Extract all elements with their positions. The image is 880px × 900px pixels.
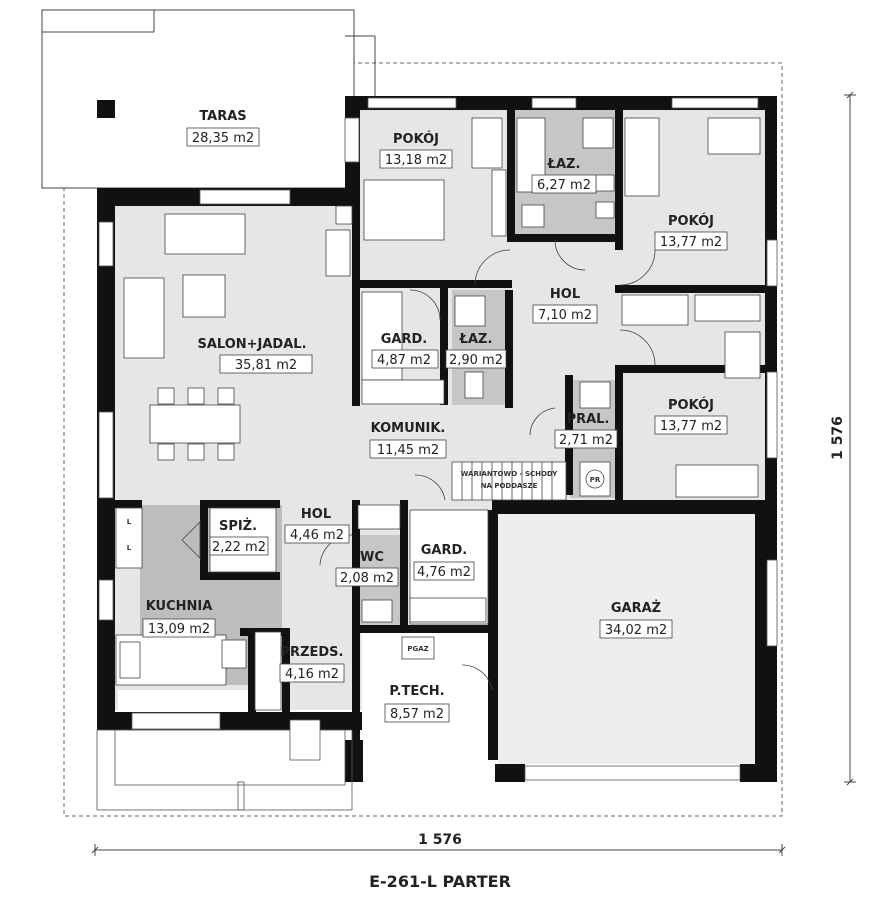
fridge-label-2: L [127, 544, 132, 552]
chimney-block [97, 100, 115, 118]
room-area-przeds: 4,16 m2 [285, 667, 339, 682]
wc-sink [361, 599, 393, 623]
room-name-hol-1: HOL [550, 287, 580, 302]
bed-1 [363, 179, 445, 241]
room-area-laz-2: 2,90 m2 [449, 353, 503, 368]
fridge [115, 507, 143, 569]
room-area-pral: 2,71 m2 [559, 433, 613, 448]
room-area-spiz: 2,22 m2 [212, 540, 266, 555]
area-boxes [142, 127, 728, 723]
room-area-taras: 28,35 m2 [192, 131, 254, 146]
sofa [164, 213, 246, 255]
fireplace [325, 229, 351, 277]
room-area-laz-1: 6,27 m2 [537, 178, 591, 193]
room-name-pokoj-1: POKÓJ [393, 131, 439, 147]
pr-label: PR [590, 476, 601, 484]
cooktop [221, 639, 247, 669]
kitchen-sink [119, 641, 141, 679]
room-area-salon: 35,81 m2 [235, 358, 297, 373]
room-name-pokoj-2: POKÓJ [668, 213, 714, 229]
garage-floor [498, 514, 764, 764]
room-area-gard-1: 4,87 m2 [377, 353, 431, 368]
stove-vent-icon [335, 205, 353, 225]
wardrobe-2 [694, 294, 761, 322]
bed-3 [675, 464, 759, 498]
room-name-kuchnia: KUCHNIA [146, 599, 213, 614]
room-name-garaz: GARAŻ [611, 600, 661, 616]
room-area-pokoj-2: 13,77 m2 [660, 235, 722, 250]
room-area-gard-2: 4,76 m2 [417, 565, 471, 580]
interior-walls [97, 106, 772, 760]
room-name-spiz: SPIŻ. [219, 518, 257, 534]
room-name-laz-1: ŁAZ. [547, 157, 581, 172]
room-area-ptech: 8,57 m2 [390, 707, 444, 722]
stairs-label-1: WARIANTOWO - SCHODY [461, 470, 559, 478]
room-name-hol-2: HOL [301, 507, 331, 522]
room-name-przeds: PRZEDS. [281, 645, 344, 660]
room-name-gard-2: GARD. [421, 543, 467, 558]
room-area-hol-1: 7,10 m2 [538, 308, 592, 323]
gas-meter [401, 636, 435, 660]
stairs-label-2: NA PODDASZE [481, 482, 538, 490]
room-area-wc: 2,08 m2 [340, 571, 394, 586]
armchair-sofa [123, 277, 165, 359]
bed-2 [624, 117, 660, 197]
desk-2 [707, 117, 761, 155]
room-name-komunik: KOMUNIK. [371, 421, 446, 436]
room-name-pral: PRAL. [567, 412, 610, 427]
dimension-lines [91, 91, 856, 856]
room-name-wc: WC [360, 550, 384, 565]
toilet-1 [521, 204, 545, 228]
room-area-garaz: 34,02 m2 [605, 623, 667, 638]
dining-table [149, 404, 241, 444]
width-dimension: 1 576 [418, 832, 462, 848]
room-area-pokoj-3: 13,77 m2 [660, 419, 722, 434]
room-name-salon: SALON+JADAL. [197, 337, 306, 352]
windows [98, 97, 778, 781]
room-area-hol-2: 4,46 m2 [290, 528, 344, 543]
small-labels: WARIANTOWO - SCHODY NA PODDASZE PGAZ PR … [127, 469, 605, 653]
pgaz-label: PGAZ [407, 645, 428, 653]
pr-icon [585, 469, 605, 489]
terrace [41, 9, 376, 189]
shower-2 [454, 295, 486, 327]
room-area-pokoj-1: 13,18 m2 [385, 153, 447, 168]
room-name-gard-1: GARD. [381, 332, 427, 347]
room-area-kuchnia: 13,09 m2 [148, 622, 210, 637]
entrance-steps [96, 719, 353, 811]
room-name-ptech: P.TECH. [389, 684, 444, 699]
wardrobe-3 [621, 294, 689, 326]
wardrobe-1 [471, 117, 503, 169]
fridge-label-1: L [127, 518, 132, 526]
desk-3 [724, 331, 761, 379]
room-name-laz-2: ŁAZ. [459, 332, 493, 347]
coffee-table [182, 274, 226, 318]
plan-title: E-261-L PARTER [369, 872, 511, 891]
shower-1 [582, 117, 614, 149]
room-area-komunik: 11,45 m2 [377, 443, 439, 458]
stairs [451, 461, 567, 501]
height-dimension: 1 576 [830, 416, 846, 460]
washer [579, 381, 611, 409]
plot-outline [63, 62, 783, 817]
toilet-2 [464, 371, 484, 399]
room-labels: TARAS 28,35 m2 POKÓJ 13,18 m2 ŁAZ. 6,27 … [146, 109, 722, 722]
room-name-pokoj-3: POKÓJ [668, 397, 714, 413]
room-name-taras: TARAS [199, 109, 246, 124]
